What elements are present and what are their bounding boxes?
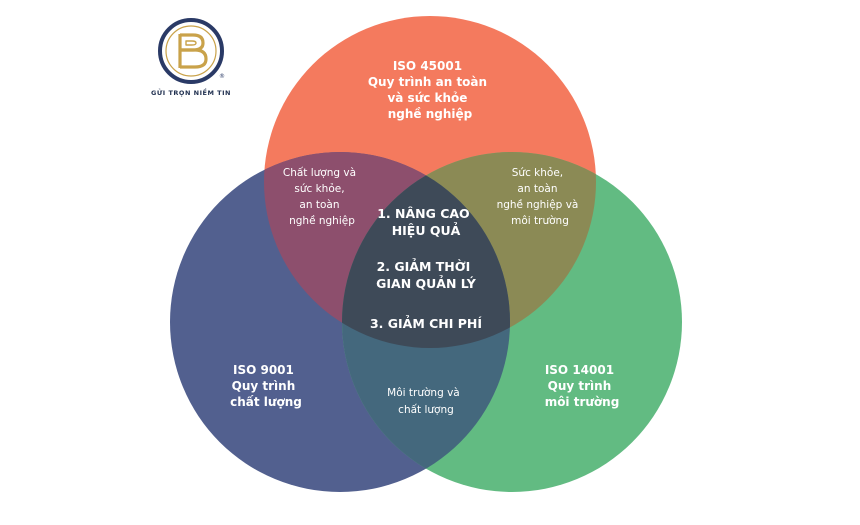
overlap-bottom-label: Môi trường và chất lượng — [387, 381, 465, 416]
iso14001-label: ISO 14001 Quy trình môi trường — [545, 359, 620, 409]
overlap-center-region — [342, 152, 510, 348]
iso9001-label: ISO 9001 Quy trình chất lượng — [230, 359, 302, 409]
company-logo: ® GỬI TRỌN NIỀM TIN — [151, 18, 231, 97]
overlap-left-label: Chất lượng và sức khỏe, an toàn nghề ngh… — [283, 161, 361, 227]
overlap-right-label: Sức khỏe, an toàn nghề nghiệp và môi trư… — [497, 161, 584, 227]
benefit-2: 2. GIẢM THỜI GIAN QUẢN LÝ — [376, 256, 477, 291]
benefit-1: 1. NÂNG CAO HIỆU QUẢ — [377, 203, 475, 238]
logo-tagline: GỬI TRỌN NIỀM TIN — [151, 87, 231, 97]
letter-b-monogram-icon — [178, 33, 208, 69]
benefit-3: 3. GIẢM CHI PHÍ — [370, 315, 482, 331]
registered-mark: ® — [219, 73, 225, 80]
iso45001-label: ISO 45001 Quy trình an toàn và sức khỏe … — [368, 55, 492, 121]
